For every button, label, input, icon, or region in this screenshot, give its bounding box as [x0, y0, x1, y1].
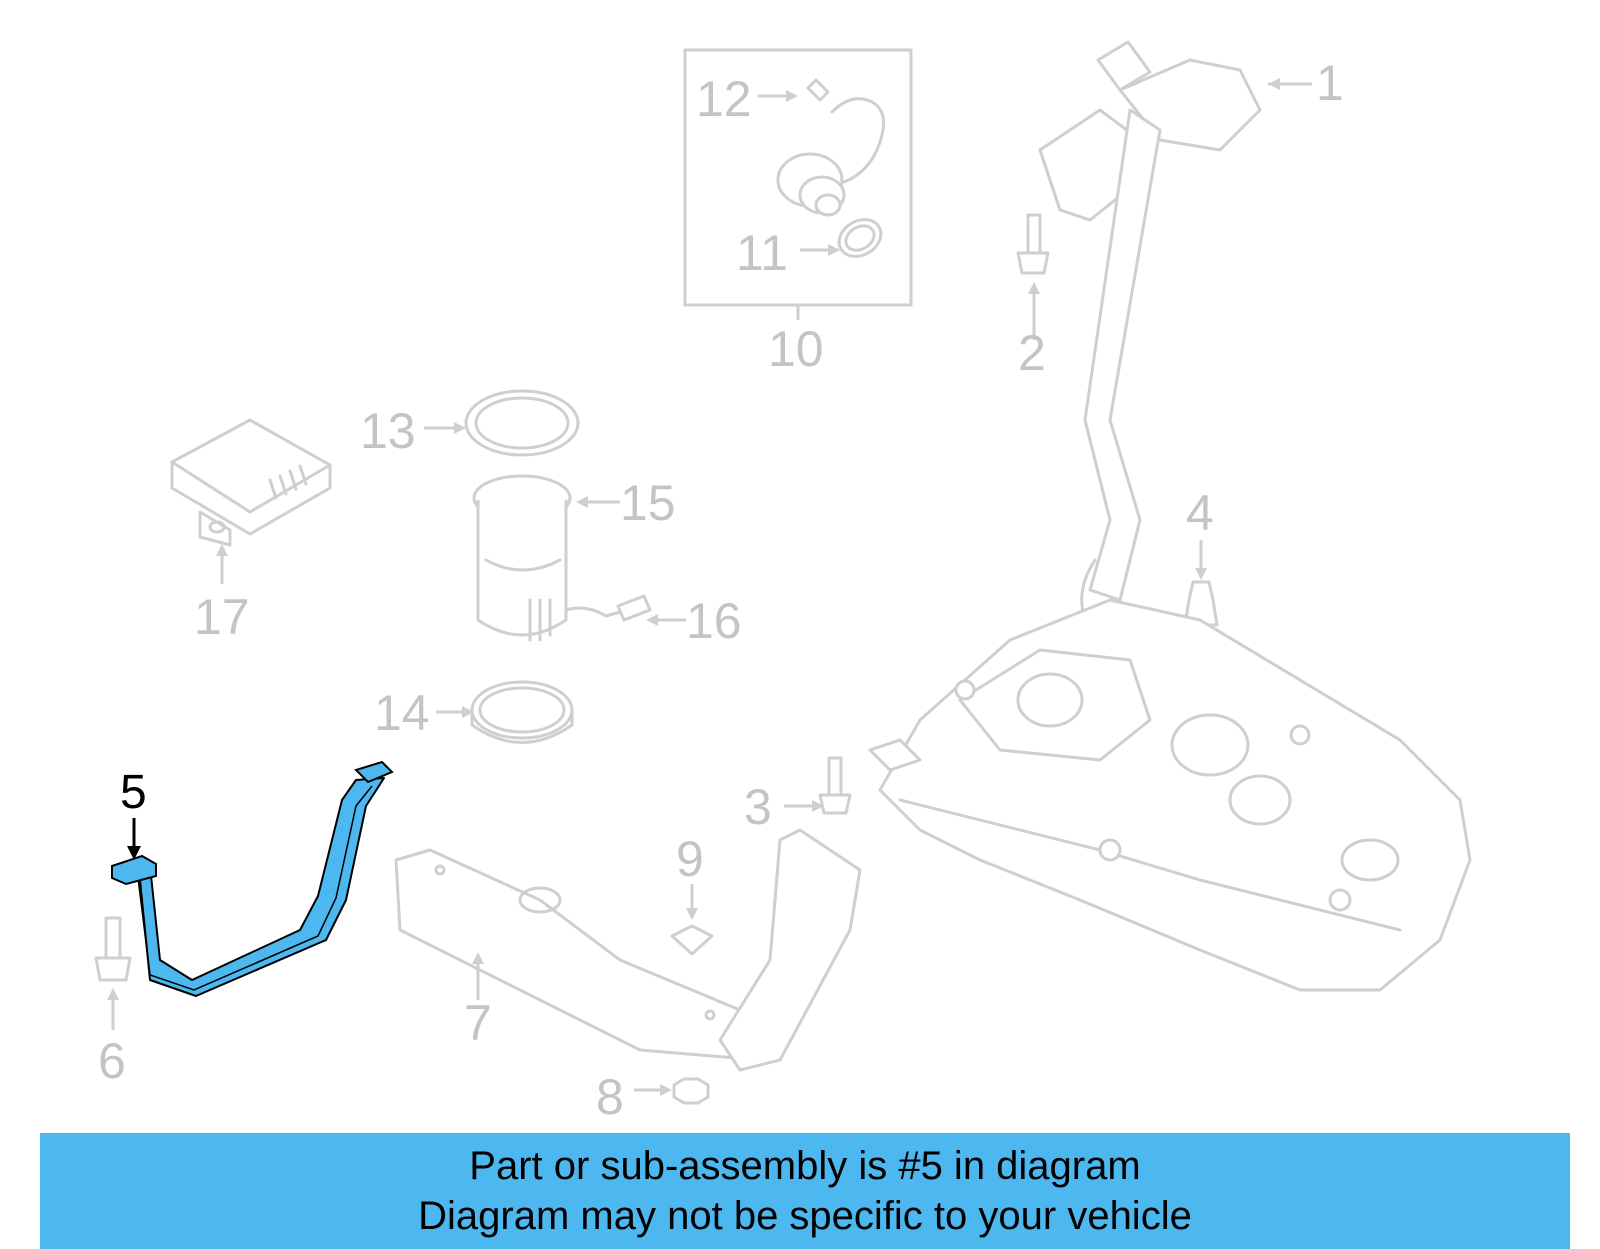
part-7-cross-member[interactable]: [394, 848, 782, 1062]
part-15-fuel-pump[interactable]: [472, 474, 572, 642]
part-6-bolt[interactable]: [94, 916, 132, 982]
part-11-o-ring[interactable]: [832, 212, 887, 263]
callout-15: 15: [620, 475, 676, 531]
callout-11: 11: [736, 225, 788, 281]
callout-1: 1: [1316, 55, 1344, 111]
part-5-tank-strap[interactable]: [111, 760, 394, 997]
part-8-nut[interactable]: [672, 1077, 710, 1105]
callout-5: 5: [120, 766, 147, 819]
part-4-grommet[interactable]: [1183, 580, 1219, 627]
part-9-nut[interactable]: [670, 924, 714, 956]
callout-4: 4: [1186, 485, 1214, 541]
callout-13: 13: [360, 403, 416, 459]
callout-10: 10: [768, 321, 824, 377]
callout-7: 7: [464, 995, 492, 1051]
callout-6: 6: [98, 1033, 126, 1089]
part-2-bolt[interactable]: [1016, 213, 1050, 275]
banner-line-part: Part or sub-assembly is #5 in diagram: [469, 1144, 1141, 1188]
part-10-fuel-cap[interactable]: [776, 152, 846, 217]
fuel-tank: [868, 598, 1472, 992]
banner-line-disclaimer: Diagram may not be specific to your vehi…: [418, 1194, 1192, 1238]
callout-8: 8: [596, 1069, 624, 1125]
callout-2: 2: [1018, 325, 1046, 381]
callout-14: 14: [374, 685, 430, 741]
part-1-filler-neck[interactable]: [1038, 40, 1262, 622]
part-12-tether[interactable]: [806, 78, 886, 184]
callout-3: 3: [744, 779, 772, 835]
part-13-lock-ring[interactable]: [464, 389, 580, 457]
callout-16: 16: [686, 593, 742, 649]
callout-12: 12: [696, 71, 752, 127]
part-3-bolt[interactable]: [818, 756, 852, 815]
part-17-control-module[interactable]: [170, 418, 332, 547]
callout-17: 17: [194, 589, 250, 645]
part-14-seal[interactable]: [470, 680, 574, 744]
info-banner: Part or sub-assembly is #5 in diagram Di…: [40, 1133, 1570, 1249]
part-16-wire[interactable]: [564, 594, 652, 622]
callout-9: 9: [676, 831, 704, 887]
part-7-right-bracket[interactable]: [718, 828, 862, 1072]
part-10-cap-kit-box[interactable]: [683, 48, 913, 320]
callout-arrows: [107, 78, 1312, 1096]
